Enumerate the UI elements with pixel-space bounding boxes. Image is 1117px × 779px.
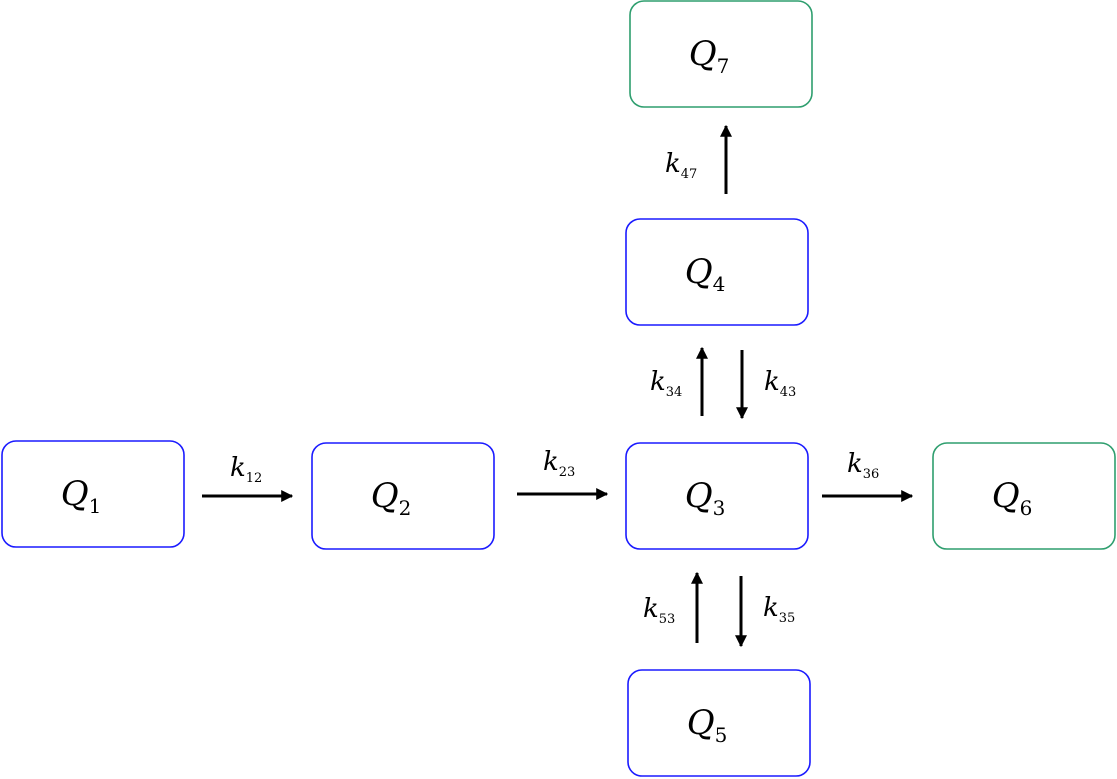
compartment-subscript: 7 xyxy=(717,54,730,78)
rate-subscript: 53 xyxy=(659,612,676,627)
rate-constant-label: k36 xyxy=(847,449,879,482)
compartment-q2: Q2 xyxy=(311,442,495,550)
compartment-subscript: 3 xyxy=(713,496,726,520)
transfer-k23: k23 xyxy=(517,447,609,500)
rate-subscript: 34 xyxy=(666,385,683,400)
rate-symbol: k xyxy=(763,593,779,623)
compartment-symbol: Q xyxy=(371,476,399,516)
compartment-label: Q2 xyxy=(371,476,412,520)
rate-symbol: k xyxy=(650,367,666,397)
rate-symbol: k xyxy=(847,449,863,479)
compartment-box xyxy=(625,442,809,550)
compartment-label: Q7 xyxy=(689,34,730,78)
compartment-label: Q3 xyxy=(685,476,726,520)
compartment-box xyxy=(627,669,811,777)
compartment-label: Q5 xyxy=(687,703,728,747)
rate-constant-label: k23 xyxy=(543,447,575,480)
compartment-box xyxy=(629,0,813,108)
rate-constant-label: k34 xyxy=(650,367,682,400)
rate-subscript: 36 xyxy=(863,467,880,482)
compartment-symbol: Q xyxy=(689,34,717,74)
transfer-k43: k43 xyxy=(736,350,796,420)
compartment-label: Q1 xyxy=(61,474,102,518)
rate-symbol: k xyxy=(643,594,659,624)
rate-subscript: 23 xyxy=(559,465,576,480)
transfer-k53: k53 xyxy=(643,571,703,643)
compartment-subscript: 5 xyxy=(715,723,728,747)
compartment-subscript: 4 xyxy=(713,272,726,296)
rate-constant-label: k12 xyxy=(230,453,262,486)
compartment-subscript: 6 xyxy=(1020,496,1033,520)
compartment-q4: Q4 xyxy=(625,218,809,326)
rate-symbol: k xyxy=(665,149,681,179)
rate-constant-label: k53 xyxy=(643,594,675,627)
compartment-symbol: Q xyxy=(61,474,89,514)
compartment-q6: Q6 xyxy=(932,442,1116,550)
rate-subscript: 43 xyxy=(780,385,797,400)
rate-subscript: 47 xyxy=(681,167,698,182)
compartment-symbol: Q xyxy=(685,252,713,292)
compartment-box xyxy=(311,442,495,550)
compartment-box xyxy=(1,440,185,548)
transfer-k34: k34 xyxy=(650,346,708,416)
rate-constant-label: k47 xyxy=(665,149,697,182)
rate-symbol: k xyxy=(230,453,246,483)
compartment-q5: Q5 xyxy=(627,669,811,777)
rate-subscript: 35 xyxy=(779,611,796,626)
compartment-q1: Q1 xyxy=(1,440,185,548)
compartment-symbol: Q xyxy=(992,476,1020,516)
compartment-q7: Q7 xyxy=(629,0,813,108)
transfer-k12: k12 xyxy=(202,453,294,502)
transfer-k35: k35 xyxy=(735,576,795,648)
compartment-box xyxy=(932,442,1116,550)
compartment-box xyxy=(625,218,809,326)
rate-subscript: 12 xyxy=(246,471,263,486)
compartment-q3: Q3 xyxy=(625,442,809,550)
compartment-symbol: Q xyxy=(685,476,713,516)
rate-constant-label: k35 xyxy=(763,593,795,626)
rate-symbol: k xyxy=(543,447,559,477)
compartment-label: Q6 xyxy=(992,476,1033,520)
compartment-label: Q4 xyxy=(685,252,726,296)
compartment-subscript: 2 xyxy=(399,496,412,520)
compartment-symbol: Q xyxy=(687,703,715,743)
compartment-subscript: 1 xyxy=(89,494,102,518)
rate-constant-label: k43 xyxy=(764,367,796,400)
transfer-k36: k36 xyxy=(822,449,914,502)
rate-symbol: k xyxy=(764,367,780,397)
transfer-k47: k47 xyxy=(665,124,732,194)
